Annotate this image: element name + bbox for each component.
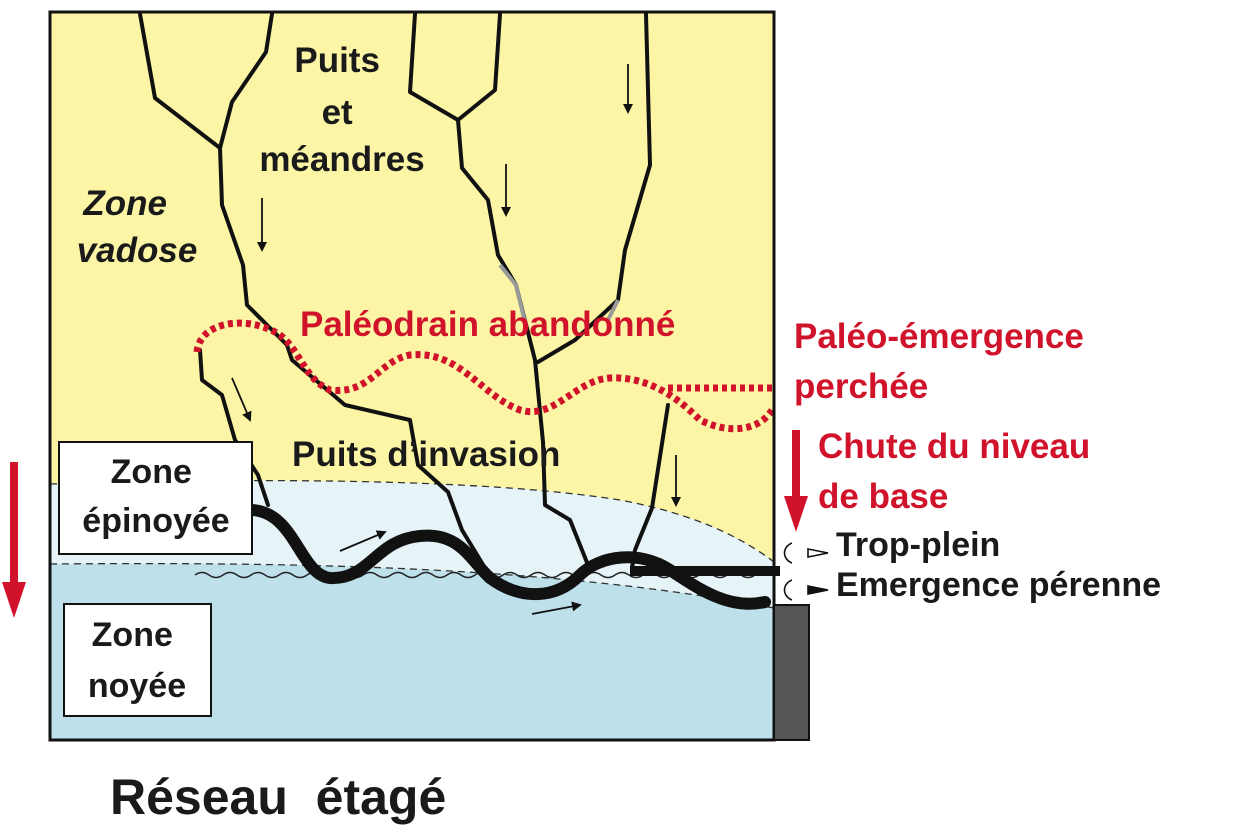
zone-noyee-line1: Zone [92, 616, 173, 654]
paleodrain-crossings [498, 263, 620, 323]
right-base-arrow-head [784, 496, 808, 532]
zone-vadose-line2: vadose [77, 231, 198, 270]
paleodrain-label: Paléodrain abandonné [300, 305, 675, 344]
zone-noyee-line2: noyée [88, 667, 186, 705]
chute-niveau-line2: de base [818, 477, 948, 516]
emergence-perenne-label: Emergence pérenne [836, 566, 1161, 604]
water-table-boundary [49, 562, 775, 609]
paleo-emergence-label: Paléo-émergence perchée [794, 317, 1094, 406]
zone-vadose-label: Zone vadose [77, 184, 198, 270]
left-base-arrow-head [2, 582, 26, 618]
puits-meandres-line1: Puits [294, 41, 380, 80]
spring-symbols [783, 542, 829, 601]
zone-epinoyee-line2: épinoyée [82, 502, 229, 540]
chute-niveau-line1: Chute du niveau [818, 427, 1090, 466]
flow-arrow [531, 601, 582, 615]
zone-epinoyee-line1: Zone [111, 453, 192, 491]
diagram-frame [48, 10, 776, 742]
paleodrain-path [193, 319, 775, 433]
base-level-drop-arrows [2, 430, 808, 618]
vadose-conduits [138, 12, 670, 570]
paleo-emergence-line2: perchée [794, 367, 928, 406]
flow-arrow [339, 530, 387, 552]
epinoyee-label-box [58, 441, 253, 555]
paleo-emergence-line1: Paléo-émergence [794, 317, 1084, 356]
left-base-arrow-shaft [10, 462, 18, 587]
right-base-arrow-shaft [792, 430, 800, 500]
noyee-label-box [63, 603, 212, 717]
trop-plein-label: Trop-plein [836, 526, 1000, 564]
puits-invasion-label: Puits d’invasion [292, 435, 560, 474]
zone-epinoyee-label: Zone épinoyée [82, 453, 229, 540]
noyee-zone-area [50, 563, 774, 740]
puits-meandres-label: Puits et méandres [259, 41, 424, 179]
water-flow-wavy-line [194, 571, 756, 579]
outlet-block [773, 604, 810, 741]
flow-arrows [231, 64, 681, 615]
diagram-title: Réseau étagé [110, 769, 446, 825]
zone-noyee-label: Zone noyée [88, 616, 186, 705]
trop-plein-spring-icon [783, 542, 793, 564]
flow-arrow [231, 377, 252, 422]
puits-meandres-line2: et [322, 93, 353, 132]
zone-vadose-line1: Zone [82, 184, 167, 223]
puits-meandres-line3: méandres [259, 140, 424, 179]
perenne-spring-icon [783, 579, 793, 601]
chute-niveau-label: Chute du niveau de base [818, 427, 1100, 516]
